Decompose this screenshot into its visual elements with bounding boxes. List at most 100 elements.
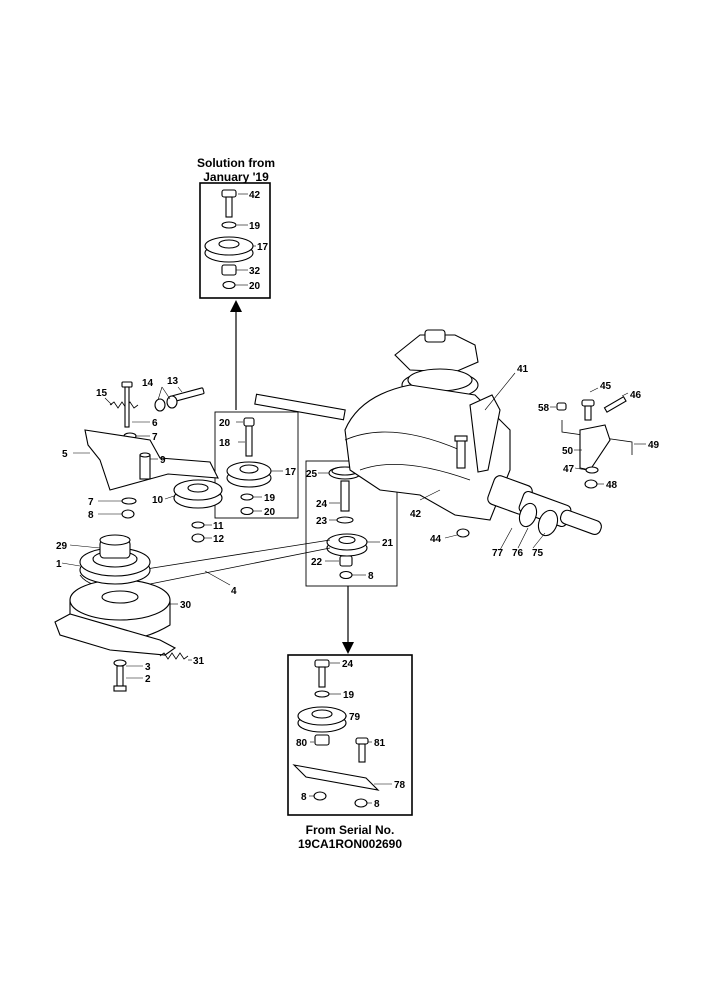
label-47: 47 — [563, 464, 575, 475]
bracket-assembly — [73, 381, 223, 543]
pulley-17-top — [204, 236, 254, 263]
label-5: 5 — [62, 449, 68, 460]
nut-20 — [240, 506, 254, 516]
label-7-upper: 7 — [152, 432, 158, 443]
shaft-18 — [243, 417, 255, 457]
detail-box-solution — [199, 182, 271, 299]
clutch-plate — [54, 613, 177, 656]
idler-box-left — [214, 411, 299, 519]
label-8-bottom-right: 8 — [374, 799, 380, 810]
caption-serial-line2: 19CA1RON002690 — [297, 837, 403, 851]
label-25: 25 — [306, 469, 318, 480]
label-49: 49 — [648, 440, 660, 451]
label-24-bottom: 24 — [342, 659, 354, 670]
bolt-81 — [355, 737, 369, 763]
nut-8-left — [313, 791, 327, 801]
bolt-6 — [121, 381, 133, 428]
label-2: 2 — [145, 674, 151, 685]
bolt-42-top — [221, 189, 237, 218]
nut-44 — [456, 528, 470, 538]
label-76: 76 — [512, 548, 524, 559]
label-58: 58 — [538, 403, 550, 414]
axle-assembly — [487, 475, 602, 537]
washer-19-bottom — [314, 690, 330, 698]
pulley-17 — [226, 461, 272, 488]
label-8-bottom-left: 8 — [301, 792, 307, 803]
bolt-24 — [340, 480, 350, 512]
label-29: 29 — [56, 541, 68, 552]
caption-solution-line2: January '19 — [203, 170, 269, 184]
transaxle-41 — [254, 329, 602, 551]
label-21: 21 — [382, 538, 394, 549]
label-18: 18 — [219, 438, 231, 449]
cap-25 — [328, 466, 362, 480]
label-78: 78 — [394, 780, 406, 791]
bolt-2 — [113, 665, 127, 692]
label-42-top: 42 — [249, 190, 261, 201]
label-42-mid: 42 — [410, 509, 422, 520]
bracket-5 — [84, 429, 219, 491]
caption-serial-line1: From Serial No. — [305, 823, 395, 837]
washer-47 — [585, 466, 599, 474]
label-19-bottom: 19 — [343, 690, 355, 701]
plate-78 — [292, 764, 380, 791]
bolt-24-bottom — [314, 659, 330, 688]
label-20-top: 20 — [249, 281, 261, 292]
label-79: 79 — [349, 712, 361, 723]
label-6: 6 — [152, 418, 158, 429]
label-9: 9 — [160, 455, 166, 466]
label-80: 80 — [296, 738, 308, 749]
spacer-80 — [314, 734, 330, 746]
spacers-14 — [154, 395, 178, 412]
washer-7-lower — [121, 497, 137, 505]
pulley-10 — [173, 479, 223, 509]
label-77: 77 — [492, 548, 504, 559]
label-20-low: 20 — [264, 507, 276, 518]
washer-3 — [113, 659, 127, 667]
label-22: 22 — [311, 557, 323, 568]
caption-serial: From Serial No. 19CA1RON002690 — [270, 823, 430, 851]
label-1: 1 — [56, 559, 62, 570]
caption-solution: Solution from January '19 — [176, 156, 296, 184]
nut-8-mid — [339, 570, 353, 580]
label-15: 15 — [96, 388, 108, 399]
clutch-body-30 — [69, 579, 171, 641]
label-20-mid: 20 — [219, 418, 231, 429]
label-19-top: 19 — [249, 221, 261, 232]
nut-48 — [584, 479, 598, 489]
spacer-32-top — [221, 264, 237, 276]
label-50: 50 — [562, 446, 574, 457]
label-31: 31 — [193, 656, 205, 667]
plate-50 — [579, 424, 611, 471]
callout-labels: 42 19 17 32 20 13 14 15 6 7 5 9 10 7 8 1… — [56, 190, 660, 810]
label-3: 3 — [145, 662, 151, 673]
label-8-lower: 8 — [88, 510, 94, 521]
label-14: 14 — [142, 378, 154, 389]
label-11: 11 — [213, 521, 224, 532]
label-8-mid: 8 — [368, 571, 374, 582]
label-4: 4 — [231, 586, 237, 597]
label-81: 81 — [374, 738, 386, 749]
label-10: 10 — [152, 495, 164, 506]
label-75: 75 — [532, 548, 544, 559]
clip-58 — [556, 402, 567, 411]
label-19-mid: 19 — [264, 493, 276, 504]
washer-23 — [336, 516, 354, 524]
nut-20-top — [222, 280, 236, 290]
hub-29 — [99, 534, 131, 559]
shaft-9 — [139, 452, 151, 480]
label-23: 23 — [316, 516, 328, 527]
label-17-mid: 17 — [285, 467, 297, 478]
bolt-45 — [581, 399, 595, 421]
label-46: 46 — [630, 390, 642, 401]
label-17-top: 17 — [257, 242, 269, 253]
detail-box-serial — [287, 654, 413, 816]
pulley-1 — [79, 547, 151, 585]
lever-rod-group — [550, 387, 646, 489]
pulley-79 — [297, 706, 347, 733]
label-48: 48 — [606, 480, 618, 491]
label-7-lower: 7 — [88, 497, 94, 508]
bolt-46 — [603, 396, 627, 413]
label-13: 13 — [167, 376, 179, 387]
caption-solution-line1: Solution from — [197, 156, 275, 170]
